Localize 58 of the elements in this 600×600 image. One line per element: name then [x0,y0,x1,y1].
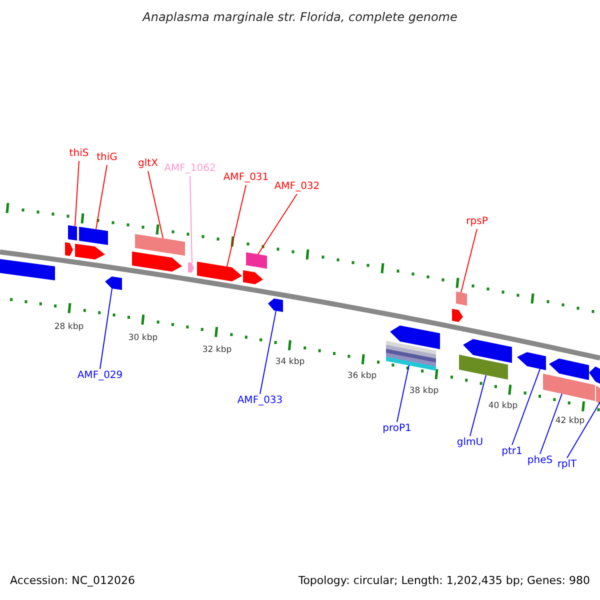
leader-line [148,170,164,239]
footer-text: Topology: circular; Length: 1,202,435 bp; Genes: 980 [298,575,590,587]
gene-label: AMF_031 [223,172,269,184]
gene-label: ptr1 [502,446,522,458]
gene-label: pheS [527,455,553,467]
leader-line [74,160,80,227]
gene-label: AMF_033 [237,395,283,407]
scale-label: 38 kbp [409,386,439,396]
gene-label: AMF_032 [274,181,320,193]
gene-block [132,252,182,272]
gene-block [105,276,122,290]
gene-block [517,352,546,370]
leader-line [460,228,478,293]
scale-label: 32 kbp [202,345,232,355]
scale-label: 30 kbp [128,333,158,343]
gene-block [65,242,73,256]
leader-line [100,288,112,370]
scale-label: 42 kbp [555,416,585,426]
gene-block [268,298,283,312]
gene-label: thiG [96,152,118,164]
scale-label: 36 kbp [347,371,377,381]
leader-line [396,364,410,422]
gene-block [386,340,436,371]
gene-label: AMF_1062 [164,163,216,175]
gene-block [243,270,263,284]
gene-block [452,308,463,322]
scale-label: 40 kbp [488,401,518,411]
gene-label: glmU [456,437,484,449]
title: Anaplasma marginale str. Florida, complete genome [141,11,458,23]
leader-line [258,194,298,255]
footer-text: Accession: NC_012026 [10,575,136,587]
leader-line [566,402,600,458]
leader-line [470,374,486,436]
leader-line [260,310,276,394]
gene-block [79,226,108,245]
leader-line [96,164,108,230]
leader-line [190,176,192,264]
leader-line [540,393,562,454]
gene-block [188,262,194,273]
gene-label: rplT [557,459,577,471]
scale-label: 28 kbp [54,322,84,332]
gene-block [456,292,467,306]
scale-label: 34 kbp [275,357,305,367]
gene-label: rpsP [466,216,488,228]
gene-block [0,259,55,280]
gene-label: thiS [69,148,89,160]
gene-block [459,354,508,380]
gene-label: gltX [138,158,158,170]
gene-label: AMF_029 [77,370,123,382]
gene-block [68,225,77,240]
gene-block [75,244,105,260]
gene-block [390,325,440,350]
gene-label: proP1 [382,423,412,435]
gene-block [463,338,512,363]
leader-line [226,184,246,268]
leader-line [512,368,540,446]
gene-block [135,234,185,256]
gene-block [246,252,267,269]
